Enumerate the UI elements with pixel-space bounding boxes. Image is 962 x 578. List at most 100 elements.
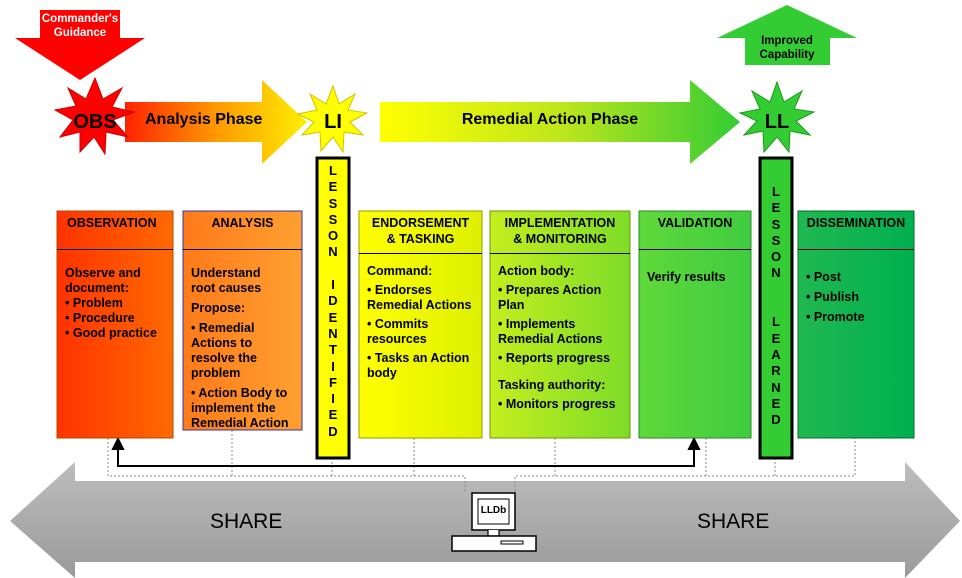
analysis-box: ANALYSIS Understand root causes Propose:… (183, 211, 302, 430)
endorsement-bullet2-b: resources (367, 332, 427, 346)
computer-icon (451, 492, 537, 552)
observation-divider (57, 249, 173, 250)
lesson-learned-bar (758, 156, 794, 460)
analysis-bullet2-c: Remedial Action (191, 416, 289, 430)
observation-box-bg (56, 210, 174, 439)
implementation-bullet3: • Reports progress (498, 351, 611, 365)
lesson-learned-letter: R (771, 363, 781, 379)
lesson-identified-letter: L (329, 163, 337, 178)
lesson-learned-letter: E (771, 395, 781, 411)
implementation-bullet1-b: Plan (498, 298, 525, 312)
validation-divider (639, 249, 751, 250)
feedback-loop-arrow (111, 436, 701, 467)
commanders-guidance-arrow (15, 10, 145, 80)
lesson-learned-letter: S (771, 216, 781, 232)
lesson-identified-letter: T (329, 342, 337, 358)
lesson-identified-letter: F (329, 374, 337, 390)
improved-capability-arrow (717, 5, 857, 65)
lesson-learned-letter (760, 282, 792, 298)
implementation-line2: Tasking authority: (498, 378, 606, 392)
improved-line1: Improved (761, 35, 813, 47)
lesson-learned-letter: A (771, 346, 781, 362)
lesson-learned-letter: L (772, 314, 780, 330)
share-label-right: SHARE (697, 510, 770, 533)
observation-line1: Observe and (65, 266, 141, 280)
analysis-bullet2-b: implement the (191, 401, 276, 415)
share-label-left: SHARE (210, 510, 283, 533)
lesson-learned-letter: D (771, 412, 781, 428)
lesson-learned-letter: E (771, 330, 781, 346)
li-star-icon (296, 84, 369, 154)
lesson-learned-letter: N (771, 265, 781, 281)
analysis-line1: Understand (191, 266, 261, 280)
endorsement-divider (359, 253, 482, 254)
lesson-learned-letter (760, 298, 792, 314)
analysis-line2: root causes (191, 281, 262, 295)
implementation-bullet1-a: • Prepares Action (498, 283, 602, 297)
lesson-learned-letter: S (771, 232, 781, 248)
observation-title: OBSERVATION (67, 216, 157, 230)
analysis-box-bg (182, 210, 303, 431)
implementation-bullet2-b: Remedial Actions (498, 332, 603, 346)
endorsement-box: ENDORSEMENT & TASKING Command: • Endorse… (359, 211, 482, 438)
endorsement-bullet2-a: • Commits (367, 317, 429, 331)
lesson-learned-letter: N (771, 379, 781, 395)
validation-box: VALIDATION Verify results (639, 211, 751, 438)
lesson-identified-letter: E (328, 309, 338, 325)
observation-box: OBSERVATION Observe and document: • Prob… (57, 211, 173, 438)
implementation-title-line1: IMPLEMENTATION (504, 216, 616, 230)
guidance-line1: Commander's (41, 13, 119, 25)
endorsement-title: ENDORSEMENT & TASKING (359, 211, 482, 253)
analysis-phase-arrow (125, 80, 307, 164)
implementation-bullet2-a: • Implements (498, 317, 576, 331)
dissemination-box-bg (797, 210, 915, 439)
implementation-divider (490, 253, 630, 254)
improved-capability-label: Improved Capability (742, 34, 832, 62)
lesson-learned-letter: E (771, 200, 781, 216)
commanders-guidance-label: Commander's Guidance (40, 12, 120, 40)
endorsement-line1: Command: (367, 264, 433, 278)
remedial-action-phase-arrow (380, 80, 740, 164)
endorsement-title-line1: ENDORSEMENT (371, 216, 470, 230)
implementation-line1: Action body: (498, 264, 575, 278)
lesson-identified-letter: S (328, 195, 338, 211)
lesson-identified-letter: E (328, 407, 338, 423)
endorsement-box-bg (358, 210, 483, 439)
lesson-identified-letter: I (331, 391, 335, 407)
improved-line2: Capability (759, 49, 815, 61)
lesson-identified-letter: I (331, 358, 335, 374)
lesson-identified-letter: D (328, 423, 338, 439)
lesson-learned-letter: O (770, 249, 782, 265)
ll-star-icon (738, 80, 816, 154)
lesson-identified-letter: I (331, 277, 335, 293)
validation-line1: Verify results (647, 270, 726, 284)
lesson-identified-letter: D (328, 293, 338, 309)
implementation-box: IMPLEMENTATION & MONITORING Action body:… (490, 211, 630, 438)
analysis-bullet1-a: • Remedial (191, 321, 255, 335)
endorsement-bullet1-b: Remedial Actions (367, 298, 472, 312)
validation-box-bg (638, 210, 752, 439)
validation-title: VALIDATION (657, 216, 733, 230)
li-star-label: LI (324, 111, 342, 133)
remedial-action-phase-label: Remedial Action Phase (461, 111, 639, 128)
dissemination-bullet-post: • Post (806, 270, 841, 284)
lesson-identified-bar (315, 156, 351, 460)
analysis-divider (183, 249, 302, 250)
analysis-phase-label: Analysis Phase (145, 111, 263, 128)
dissemination-bullet-promote: • Promote (806, 310, 865, 324)
implementation-box-bg (489, 210, 631, 439)
dissemination-title: DISSEMINATION (806, 216, 906, 230)
observation-bullet-procedure: • Procedure (65, 311, 135, 325)
dissemination-bullet-publish: • Publish (806, 290, 859, 304)
analysis-bullet1-c: resolve the (191, 351, 258, 365)
dissemination-box: DISSEMINATION • Post • Publish • Promote (798, 211, 914, 438)
obs-star-icon (53, 76, 136, 156)
lesson-identified-letter: S (328, 211, 338, 227)
endorsement-title-line2: & TASKING (386, 232, 455, 246)
implementation-title: IMPLEMENTATION & MONITORING (490, 211, 630, 253)
observation-bullet-problem: • Problem (65, 296, 123, 310)
guidance-line2: Guidance (53, 27, 107, 39)
